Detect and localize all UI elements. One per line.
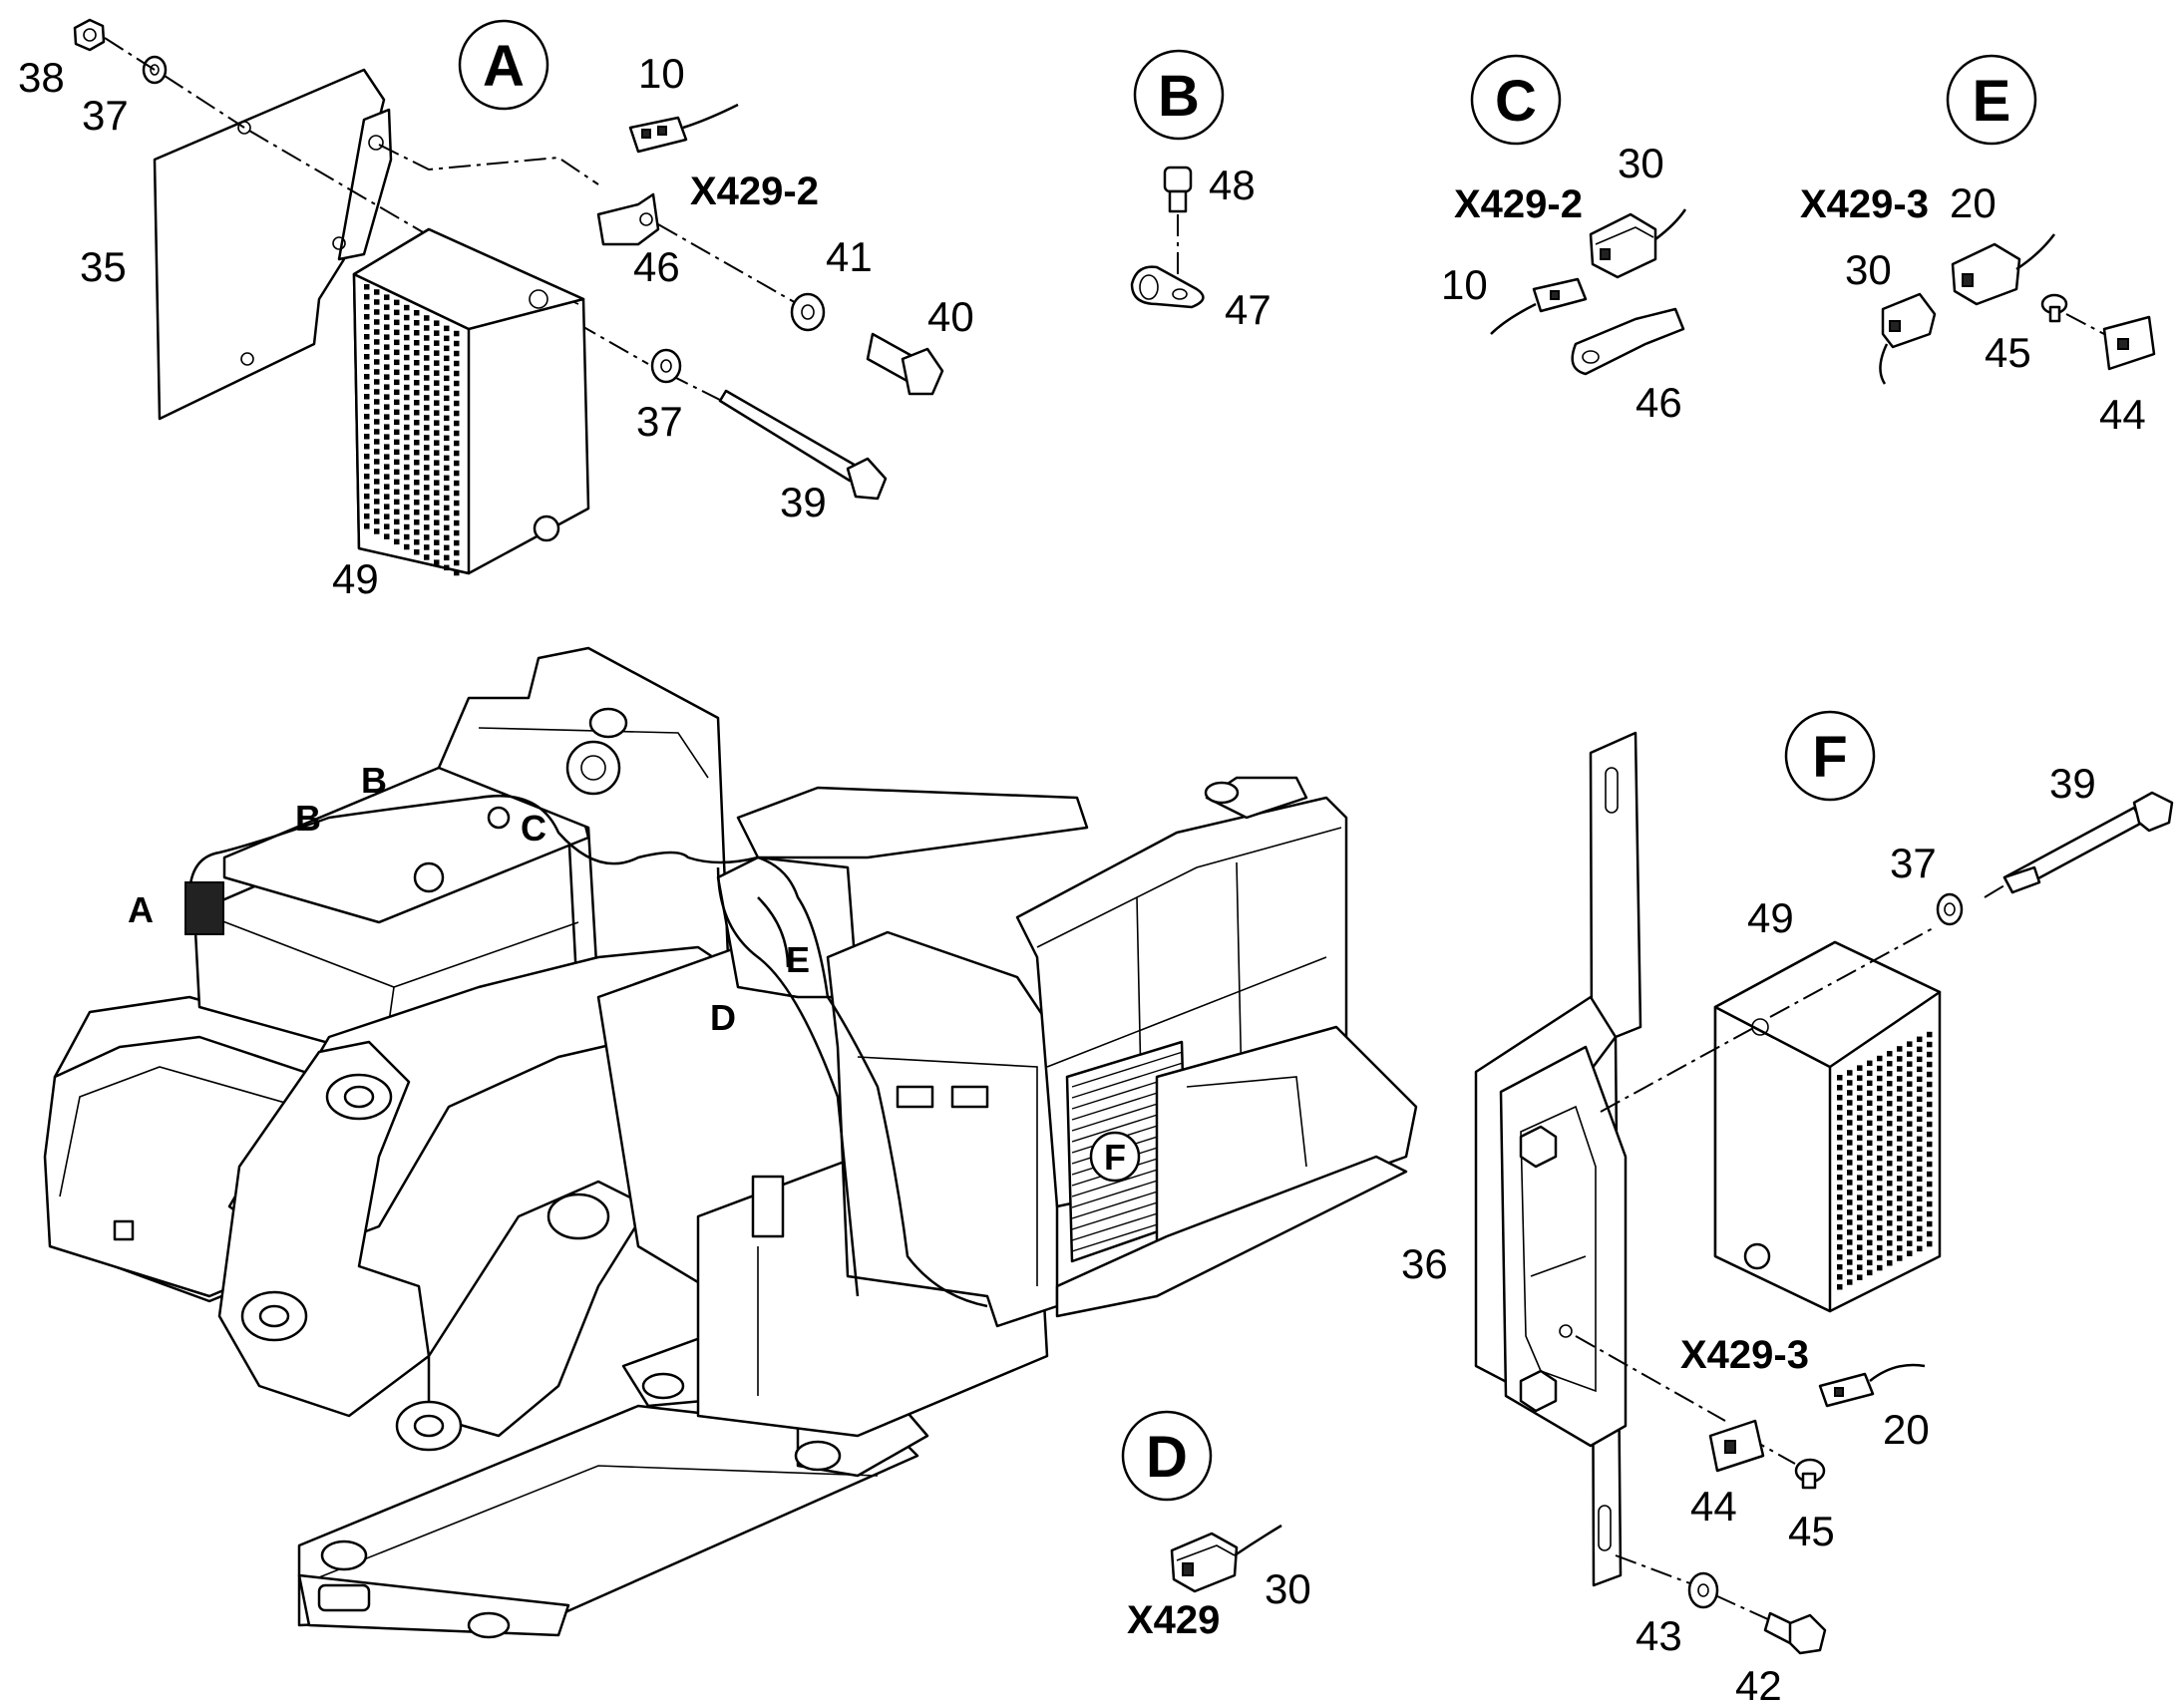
clip-46-c (1571, 307, 1685, 376)
locator-f: F (1104, 1137, 1126, 1178)
locator-a: A (128, 889, 154, 930)
bolt-42 (1763, 1611, 1827, 1655)
clip-44-f (1708, 1419, 1765, 1473)
view-b-exploded: B 48 47 (1130, 49, 1272, 333)
machine-frame-assembly (43, 646, 1418, 1639)
part-10-a: 10 (638, 50, 685, 97)
part-46-c: 46 (1635, 379, 1682, 426)
washer-41 (790, 292, 826, 332)
view-f-exploded: F (1401, 710, 2174, 1708)
cover-plate-35 (153, 68, 386, 421)
screw-45-e (2040, 293, 2068, 323)
screw-48 (1163, 166, 1193, 213)
view-d-exploded: D 30 X429 (1121, 1410, 1311, 1642)
washer-37-f (1936, 892, 1964, 926)
washer-37-lower (650, 348, 682, 384)
part-10-c: 10 (1441, 261, 1488, 308)
connector-x429-2-c: X429-2 (1454, 182, 1583, 226)
bolt-39-a (718, 389, 888, 501)
part-37-lower: 37 (636, 398, 683, 445)
view-a-exploded: A (18, 18, 974, 602)
view-e-letter: E (1973, 69, 2011, 134)
connector-x429-3-f: X429-3 (1680, 1333, 1809, 1377)
nut-38 (73, 18, 106, 52)
part-47: 47 (1225, 286, 1272, 333)
connector-x429-2-a: X429-2 (690, 170, 819, 213)
locator-c: C (521, 808, 546, 849)
view-a-letter: A (483, 34, 525, 99)
part-30-c: 30 (1618, 140, 1664, 186)
part-48: 48 (1209, 162, 1256, 208)
part-38: 38 (18, 54, 65, 101)
washer-43 (1687, 1571, 1719, 1609)
part-41: 41 (826, 233, 873, 280)
part-44-e: 44 (2099, 391, 2146, 438)
bolt-39-f (2002, 791, 2174, 894)
view-c-badge (1470, 54, 1562, 146)
part-36: 36 (1401, 1240, 1448, 1287)
view-c-exploded: C 30 X429-2 10 46 (1441, 54, 1687, 426)
horn-location-a (184, 881, 224, 935)
horn-box-49 (352, 227, 590, 576)
part-43: 43 (1635, 1612, 1682, 1659)
view-f-badge (1784, 710, 1876, 802)
part-20-e: 20 (1950, 179, 1997, 226)
part-30-e: 30 (1845, 246, 1892, 293)
part-35: 35 (80, 243, 127, 290)
view-b-letter: B (1158, 64, 1200, 129)
part-20-f: 20 (1883, 1406, 1930, 1453)
clamp-47 (1130, 265, 1205, 309)
connector-30-d (1170, 1524, 1282, 1593)
clip-44-e (2102, 315, 2156, 371)
bolt-40 (866, 332, 944, 396)
part-37-top: 37 (82, 92, 129, 139)
part-30-d: 30 (1265, 1565, 1311, 1612)
view-f-letter: F (1812, 725, 1847, 790)
connector-10-a (628, 103, 739, 154)
view-d-badge (1121, 1410, 1213, 1502)
part-39-f: 39 (2049, 760, 2096, 807)
part-40: 40 (927, 293, 974, 340)
part-42: 42 (1735, 1662, 1782, 1708)
connector-30-c (1589, 208, 1687, 279)
part-49-a: 49 (332, 555, 379, 602)
locator-d: D (710, 997, 736, 1038)
locator-f-badge (1089, 1131, 1141, 1183)
locator-b-1: B (295, 798, 321, 839)
clip-46-a (596, 192, 660, 246)
part-49-f: 49 (1747, 894, 1794, 941)
connector-x429-3-e: X429-3 (1800, 182, 1929, 226)
connector-10-c (1490, 277, 1588, 335)
connector-30-e (1879, 292, 1937, 385)
part-46-a: 46 (633, 243, 680, 290)
locator-e: E (786, 939, 810, 980)
part-45-f: 45 (1788, 1508, 1835, 1554)
locator-b-2: B (361, 760, 387, 801)
horn-box-49-f (1713, 940, 1942, 1313)
part-45-e: 45 (1985, 329, 2031, 376)
part-37-f: 37 (1890, 840, 1937, 886)
view-e-exploded: E X429-3 20 30 45 44 (1800, 54, 2156, 438)
view-b-badge (1133, 49, 1225, 141)
view-c-letter: C (1495, 69, 1537, 134)
connector-20-f (1818, 1363, 1926, 1408)
mount-bracket-36 (1474, 731, 1642, 1587)
connector-20-e (1951, 233, 2055, 306)
part-44-f: 44 (1690, 1483, 1737, 1530)
part-39-a: 39 (780, 479, 827, 525)
view-e-badge (1946, 54, 2037, 146)
wiring-harness (187, 794, 988, 1308)
view-a-badge (458, 19, 549, 111)
connector-x429-d: X429 (1127, 1598, 1220, 1642)
view-d-letter: D (1146, 1425, 1188, 1490)
screw-45-f (1794, 1458, 1826, 1490)
